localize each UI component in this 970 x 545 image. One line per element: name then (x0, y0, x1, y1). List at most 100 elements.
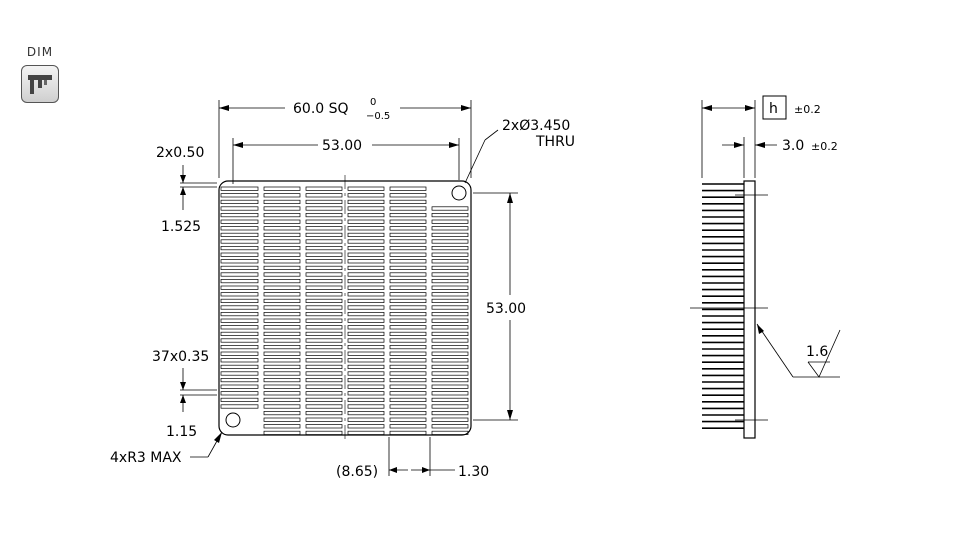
fin-slot (305, 292, 343, 297)
fin-slot (263, 384, 301, 389)
fin-slot (431, 417, 469, 422)
fin-slot (431, 213, 469, 218)
fin-slot (305, 272, 343, 277)
fin-slot (347, 219, 385, 224)
fin-slot (220, 351, 259, 356)
fin-slot (220, 292, 259, 297)
fin-slot (347, 325, 385, 330)
fin-slot (347, 226, 385, 231)
fin-slot (263, 325, 301, 330)
fin-slot (431, 232, 469, 237)
fin-slot (347, 272, 385, 277)
fin-slot (347, 338, 385, 343)
fin-slot (389, 331, 427, 336)
fin-slot (305, 384, 343, 389)
fin-slot (305, 364, 343, 369)
fin-slot (347, 193, 385, 198)
fin-slot (347, 259, 385, 264)
fin-slot (431, 239, 469, 244)
fin-slot (389, 312, 427, 317)
fin-slot (263, 226, 301, 231)
fin-slot (431, 279, 469, 284)
fin-slot (220, 391, 259, 396)
fin-slot (305, 338, 343, 343)
side-view-fins (702, 183, 744, 430)
fin-slot (389, 259, 427, 264)
fin-slot (347, 186, 385, 191)
fin-slot (347, 417, 385, 422)
fin-slot (389, 351, 427, 356)
fin-pitch-text: 1.15 (166, 424, 197, 440)
fin-slot (431, 226, 469, 231)
fin-slot (263, 305, 301, 310)
fin-slot (389, 292, 427, 297)
fin-slot (431, 378, 469, 383)
fin-slot (305, 397, 343, 402)
fin-slot (263, 411, 301, 416)
fin-slot (305, 358, 343, 363)
fin-slot (305, 226, 343, 231)
fin-slot (389, 219, 427, 224)
fin-slot (263, 246, 301, 251)
fin-slot (263, 371, 301, 376)
fin-slot (263, 338, 301, 343)
fin-slot (389, 358, 427, 363)
mounting-hole-top-right (451, 185, 467, 201)
dim-tool-button[interactable]: DIM (20, 45, 62, 105)
fin-slot (305, 404, 343, 409)
side-view-base (743, 180, 756, 439)
fin-slot (305, 213, 343, 218)
fin-slot (263, 430, 301, 435)
overall-size-text: 60.0 SQ (293, 101, 349, 117)
fin-slot (347, 430, 385, 435)
fin-slot (305, 199, 343, 204)
fin-grid (220, 175, 469, 442)
fin-slot (263, 318, 301, 323)
fin-slot (389, 318, 427, 323)
fin-slot (347, 305, 385, 310)
fin-slot (263, 199, 301, 204)
fin-slot (347, 351, 385, 356)
fin-slot (431, 219, 469, 224)
base-tol-text: ±0.2 (811, 140, 838, 153)
fin-slot (305, 305, 343, 310)
fin-slot (389, 325, 427, 330)
fin-slot (389, 345, 427, 350)
fin-slot (431, 272, 469, 277)
fin-slot (263, 272, 301, 277)
fin-slot (263, 298, 301, 303)
fin-slot (263, 351, 301, 356)
height-tol-text: ±0.2 (794, 103, 821, 116)
fin-slot (263, 252, 301, 257)
fin-slot (347, 358, 385, 363)
fin-slot (347, 404, 385, 409)
fin-slot (263, 219, 301, 224)
fin-gap-text: 2x0.50 (156, 145, 204, 161)
hole-note-text: 2xØ3.450 (502, 118, 570, 134)
fin-slot (305, 279, 343, 284)
fin-slot (305, 239, 343, 244)
fin-slot (431, 246, 469, 251)
fin-slot (263, 397, 301, 402)
fin-slot (347, 279, 385, 284)
fin-slot (389, 252, 427, 257)
fin-slot (347, 312, 385, 317)
fin-slot (220, 331, 259, 336)
fin-slot (431, 252, 469, 257)
fin-slot (389, 305, 427, 310)
fin-slot (389, 384, 427, 389)
fin-slot (220, 265, 259, 270)
fin-slot (305, 331, 343, 336)
fin-slot (220, 397, 259, 402)
fin-slot (305, 417, 343, 422)
fin-slot (263, 358, 301, 363)
fin-slot (389, 265, 427, 270)
surface-finish-text: 1.6 (806, 344, 828, 360)
fin-slot (347, 252, 385, 257)
fin-slot (431, 391, 469, 396)
corner-radius-text: 4xR3 MAX (110, 450, 182, 466)
fin-slot (220, 272, 259, 277)
fin-slot (431, 345, 469, 350)
top-margin-text: 1.525 (161, 219, 201, 235)
